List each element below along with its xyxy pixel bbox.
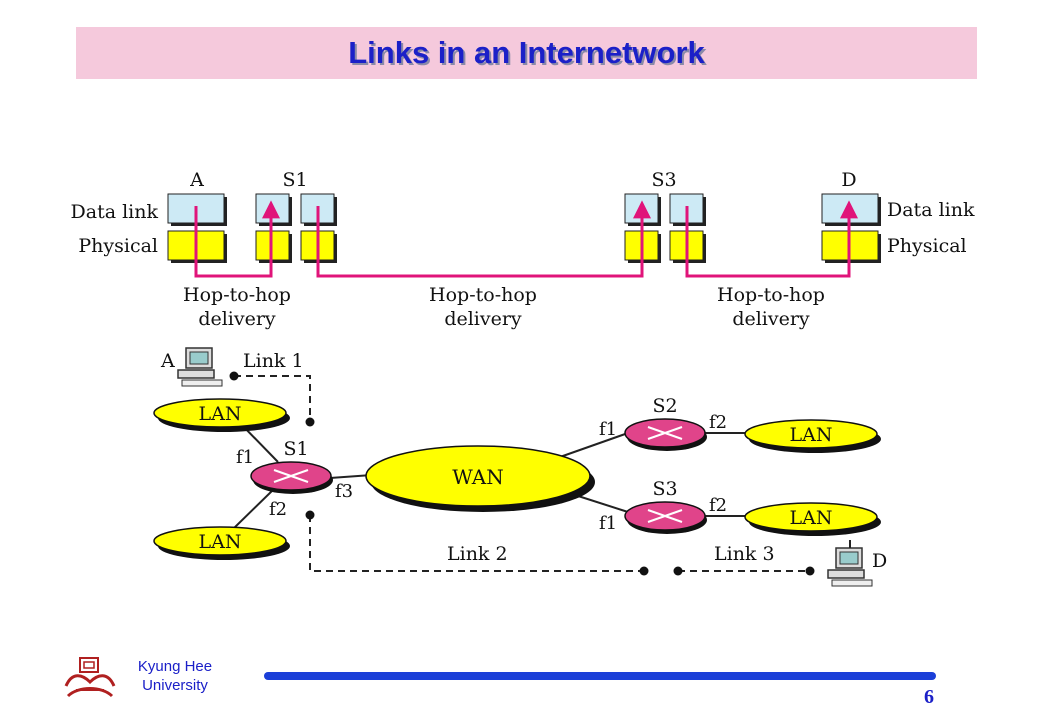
s1-f2-label: f2: [269, 499, 287, 520]
s1-f3-label: f3: [335, 481, 353, 502]
node-label-s3: S3: [651, 169, 676, 191]
lan-label: LAN: [790, 507, 833, 529]
node-label-s1: S1: [282, 169, 307, 191]
host-a-label: A: [160, 350, 175, 372]
s2-f2-label: f2: [709, 412, 727, 433]
router-s1: [250, 461, 333, 494]
university-seal-icon: [64, 657, 116, 698]
data-link-label-left: Data link: [71, 201, 159, 223]
router-s3: [624, 501, 707, 534]
university-name-line1: Kyung Hee: [137, 658, 213, 675]
slide-title: Links in an Internetwork: [348, 35, 705, 70]
link-1-label: Link 1: [243, 350, 304, 372]
router-s2: [624, 418, 707, 451]
title-bar: Links in an Internetwork: [76, 27, 977, 79]
host-d-label: D: [872, 550, 887, 572]
hop-label-2-line2: delivery: [444, 308, 522, 330]
host-d-computer-icon: [827, 547, 873, 587]
hop-label-2-line1: Hop-to-hop: [429, 284, 537, 306]
node-label-d: D: [841, 169, 856, 191]
physical-label-left: Physical: [78, 235, 158, 257]
data-link-label-right: Data link: [887, 199, 975, 221]
node-label-a: A: [189, 169, 204, 191]
hop-path-1: [194, 200, 280, 278]
s3-f2-label: f2: [709, 495, 727, 516]
lan-top-left: LAN: [153, 398, 290, 432]
node-s1-stack: [255, 193, 337, 263]
router-s2-label: S2: [652, 395, 677, 417]
lan-top-right: LAN: [744, 419, 881, 453]
link-1-path: [234, 375, 311, 422]
router-s3-label: S3: [652, 478, 677, 500]
lan-bottom-left: LAN: [153, 526, 290, 560]
s2-f1-label: f1: [599, 419, 617, 440]
hop-label-1-line1: Hop-to-hop: [183, 284, 291, 306]
node-d-stack: [821, 193, 881, 263]
layer-diagram: A S1 S3 D Data link Physical Data link P…: [71, 169, 975, 330]
link-3-label: Link 3: [714, 543, 775, 565]
lan-bottom-right: LAN: [744, 502, 881, 536]
lan-label: LAN: [790, 424, 833, 446]
footer-divider: [264, 672, 936, 680]
wan-label: WAN: [452, 465, 504, 489]
node-s3-stack: [624, 193, 706, 263]
hop-path-2: [316, 200, 651, 278]
wan-cloud: WAN: [365, 445, 595, 512]
university-name-line2: University: [142, 677, 208, 694]
s1-f1-label: f1: [236, 447, 254, 468]
hop-label-3-line1: Hop-to-hop: [717, 284, 825, 306]
hop-label-3-line2: delivery: [732, 308, 810, 330]
s3-f1-label: f1: [599, 513, 617, 534]
lan-label: LAN: [199, 403, 242, 425]
network-diagram: Link 1 Link 2 Link 3 LAN LAN LAN LAN: [153, 347, 887, 587]
physical-label-right: Physical: [887, 235, 967, 257]
hop-path-3: [685, 200, 858, 278]
link-2-path: [309, 515, 644, 572]
university-name: Kyung Hee University: [115, 657, 235, 695]
router-s1-label: S1: [283, 438, 308, 460]
link-2-label: Link 2: [447, 543, 508, 565]
hop-label-1-line2: delivery: [198, 308, 276, 330]
lan-label: LAN: [199, 531, 242, 553]
page-number: 6: [924, 686, 934, 708]
host-a-computer-icon: [177, 347, 223, 387]
